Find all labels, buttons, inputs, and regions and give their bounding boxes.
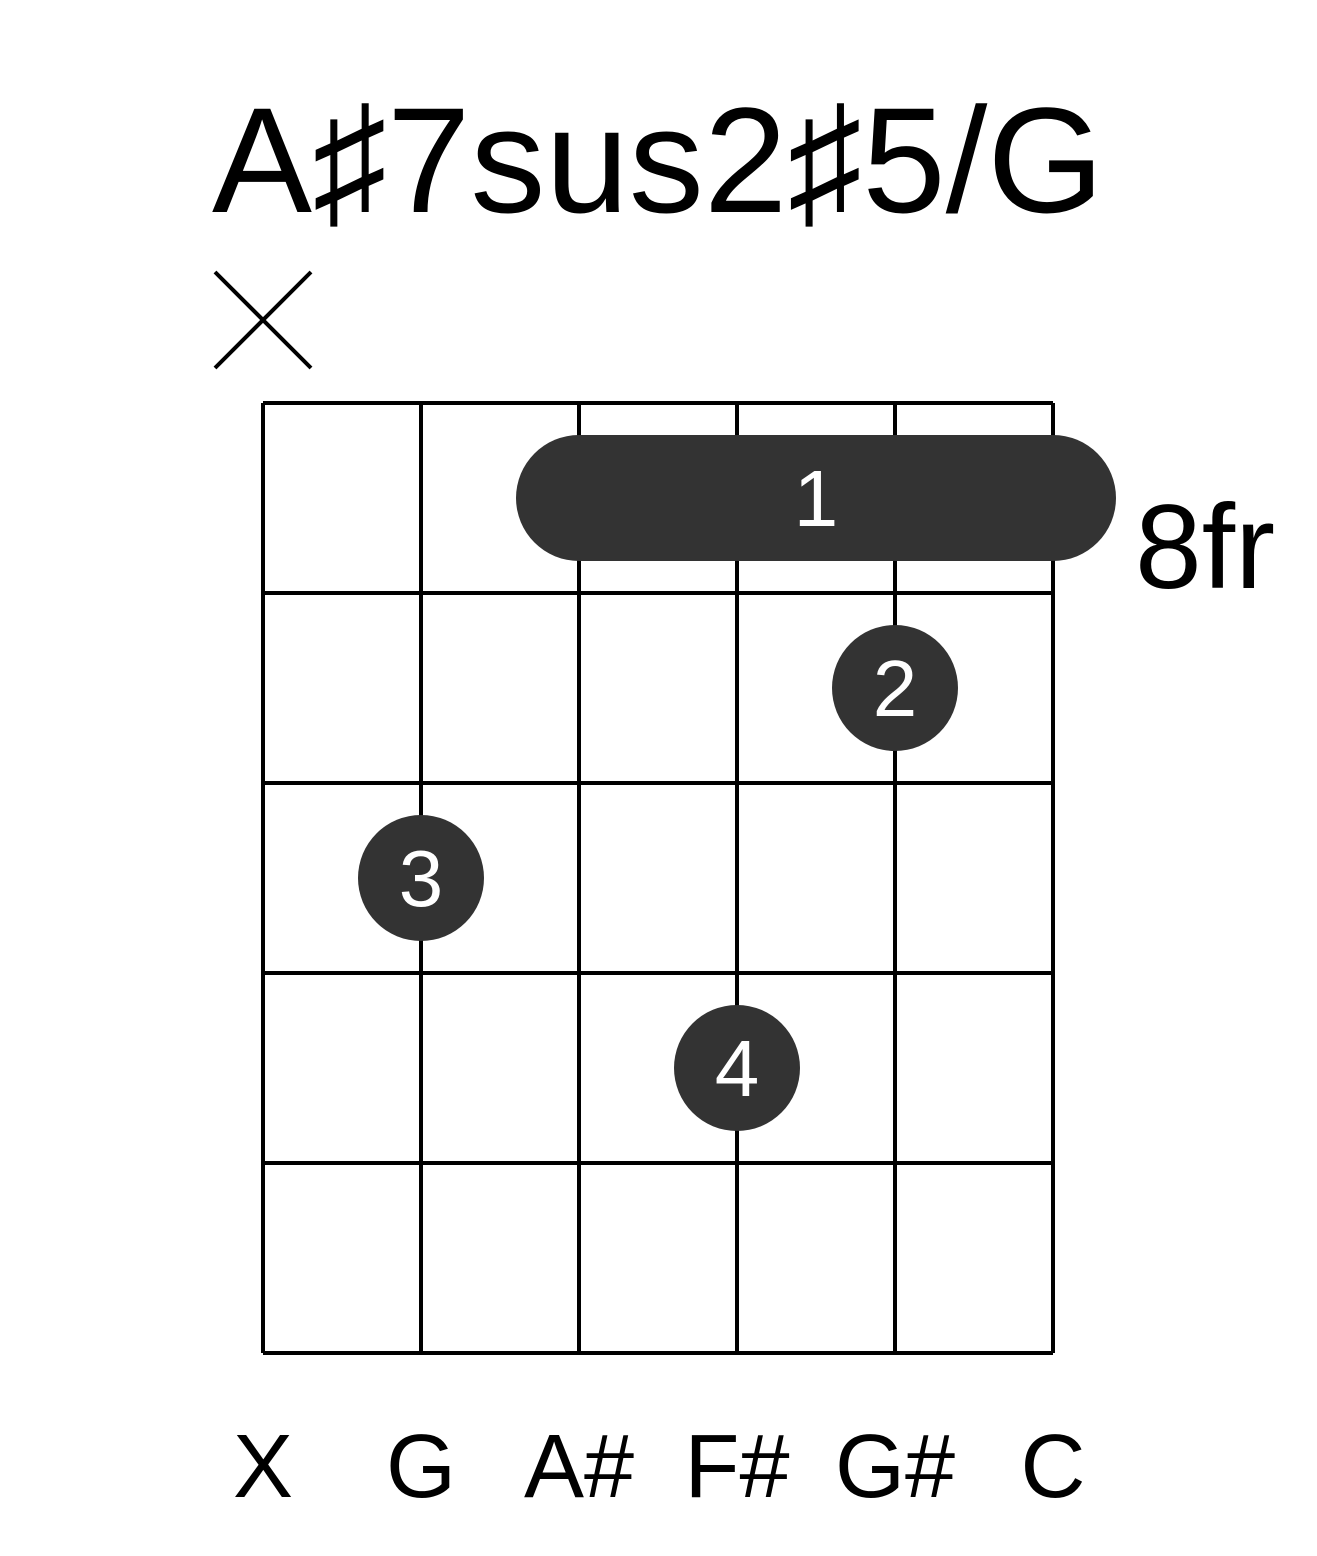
barre-bar (516, 435, 1116, 561)
finger-number: 3 (399, 834, 444, 923)
finger-dot (674, 1005, 800, 1131)
finger-dots: 1 2 3 4 (358, 435, 1116, 1131)
finger-number: 4 (715, 1024, 760, 1113)
note-label: X (233, 1417, 293, 1517)
muted-string-icon (213, 270, 313, 370)
note-label: F# (684, 1417, 789, 1517)
fret-position-label: 8fr (1135, 480, 1275, 614)
note-label: C (1021, 1417, 1086, 1517)
finger-dot (832, 625, 958, 751)
chord-title: A♯7sus2♯5/G (212, 76, 1104, 244)
muted-x-stroke (213, 270, 313, 370)
finger-dot (358, 815, 484, 941)
note-label: G (386, 1417, 456, 1517)
string-markers (213, 270, 313, 370)
note-label: A# (524, 1417, 634, 1517)
barre-finger-label: 1 (794, 454, 839, 543)
fretboard-grid (261, 401, 1055, 1355)
note-label: G# (835, 1417, 955, 1517)
finger-number: 2 (873, 644, 918, 733)
